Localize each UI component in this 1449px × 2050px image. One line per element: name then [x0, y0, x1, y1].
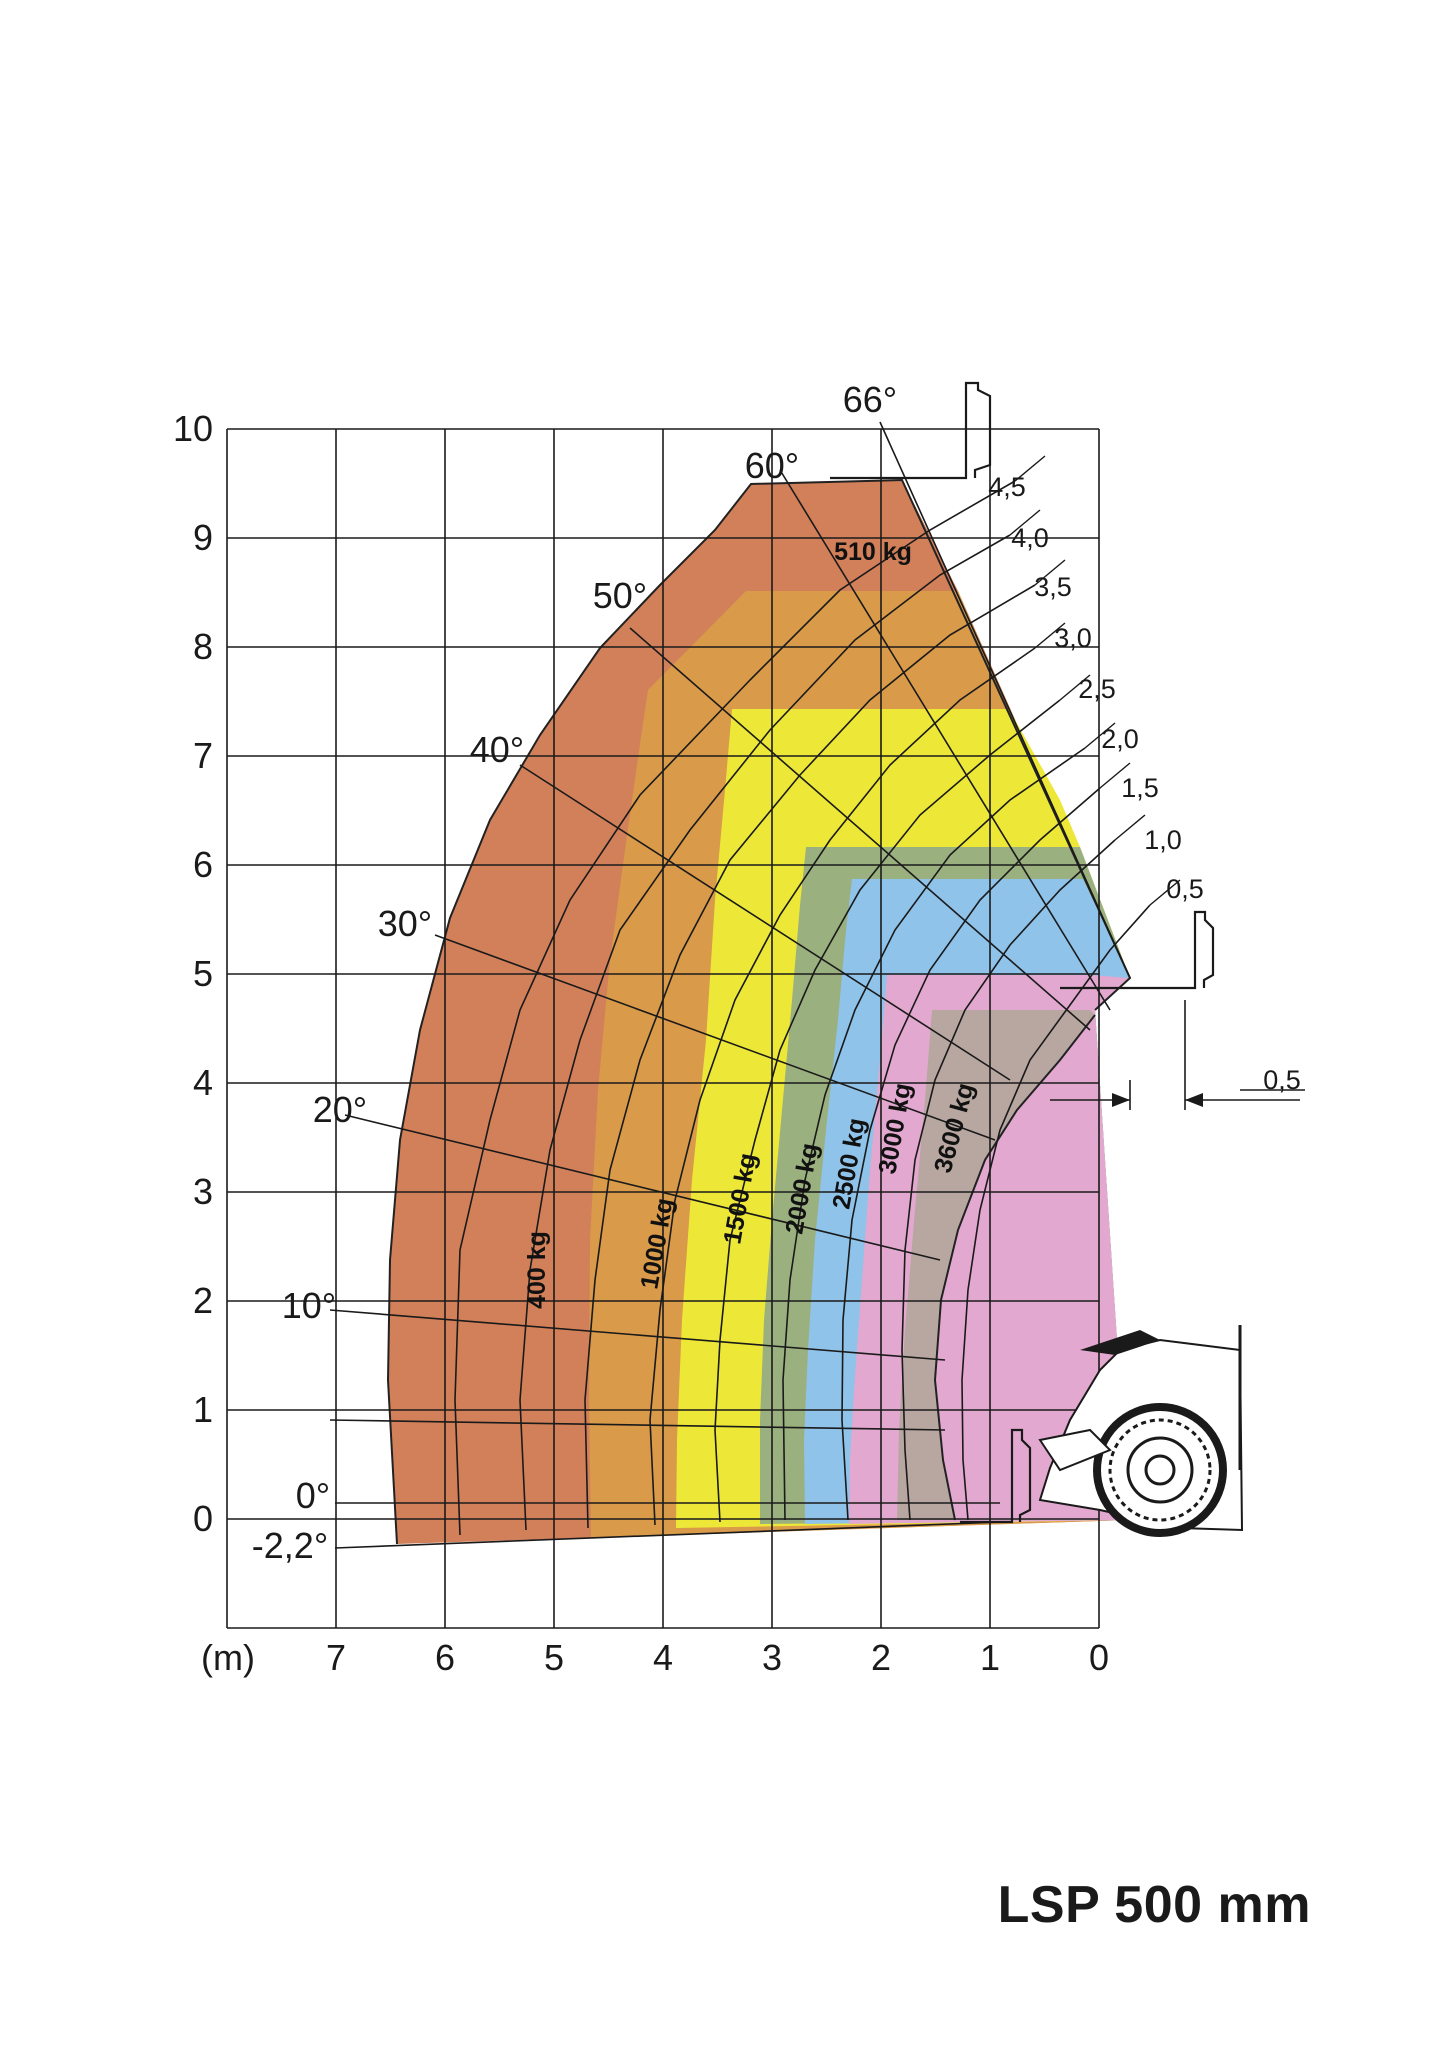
angle-ray: [329, 1309, 946, 1361]
x-tick-label: 3: [762, 1637, 782, 1678]
fork-icon: [1060, 910, 1215, 990]
extension-leader: [1084, 722, 1116, 749]
y-tick-label: 2: [193, 1280, 213, 1321]
extension-leader: [1149, 879, 1181, 906]
extension-leader: [1099, 762, 1131, 789]
fork-icon: [960, 1428, 1032, 1524]
angle-label: -2,2°: [252, 1525, 328, 1566]
angle-ray-minus: [334, 1521, 1001, 1549]
angle-ray: [329, 1419, 946, 1431]
angle-label: 66°: [843, 379, 897, 420]
y-tick-label: 3: [193, 1171, 213, 1212]
extension-label: 4,5: [988, 472, 1026, 502]
angle-ray: [879, 421, 1131, 979]
angle-ray: [629, 627, 1091, 1031]
x-tick-label: 6: [435, 1637, 455, 1678]
angle-ray: [519, 764, 1011, 1081]
angle-label: 60°: [745, 445, 799, 486]
y-tick-label: 10: [173, 408, 213, 449]
angle-ray: [344, 1114, 941, 1261]
angle-label: 20°: [313, 1089, 367, 1130]
x-tick-label: 1: [980, 1637, 1000, 1678]
boom-head: [1038, 1428, 1112, 1472]
x-tick-label: 2: [871, 1637, 891, 1678]
y-tick-label: 9: [193, 517, 213, 558]
fork-icon: [830, 381, 992, 480]
wheel-tread: [1108, 1418, 1212, 1522]
extension-leader: [1059, 674, 1091, 701]
x-tick-label: 0: [1089, 1637, 1109, 1678]
dimension-arrow: [1112, 1093, 1130, 1107]
extension-arc: [714, 699, 1061, 1523]
x-unit-label: (m): [201, 1637, 255, 1678]
angle-label: 0°: [296, 1475, 330, 1516]
y-tick-label: 8: [193, 626, 213, 667]
extension-label: 1,5: [1121, 773, 1159, 803]
y-tick-label: 5: [193, 953, 213, 994]
extension-arc: [901, 839, 1116, 1521]
extension-label: 2,0: [1101, 724, 1139, 754]
y-tick-label: 6: [193, 844, 213, 885]
extension-label: 3,5: [1034, 572, 1072, 602]
load-zone: [897, 1010, 1095, 1520]
envelope-outline: [386, 478, 1132, 1545]
extension-label: 0,5: [1166, 874, 1204, 904]
x-tick-label: 5: [544, 1637, 564, 1678]
zone-label: 400 kg: [523, 1231, 551, 1309]
extension-leader: [1009, 509, 1041, 536]
extension-label: 4,0: [1011, 523, 1049, 553]
angle-label: 10°: [282, 1285, 336, 1326]
extension-leader: [1114, 814, 1146, 841]
angle-rays: [329, 421, 1131, 1549]
extension-leader: [1034, 559, 1066, 586]
zone-label: 510 kg: [834, 538, 912, 566]
extension-label: 2,5: [1078, 674, 1116, 704]
telehandler-illustration: [830, 381, 1305, 1537]
x-tick-label: 4: [653, 1637, 673, 1678]
inner-boundary: [933, 1014, 1096, 1521]
extension-arc: [519, 534, 1011, 1531]
dimension-label: 0,5: [1263, 1065, 1301, 1095]
angle-ray: [779, 469, 1111, 1011]
angle-label: 40°: [470, 729, 524, 770]
y-tick-label: 7: [193, 735, 213, 776]
chart-title: LSP 500 mm: [997, 1876, 1311, 1934]
x-tick-label: 7: [326, 1637, 346, 1678]
angle-label: 30°: [378, 903, 432, 944]
extension-label: 3,0: [1054, 623, 1092, 653]
load-zones: [386, 478, 1132, 1545]
wheel-hub: [1144, 1454, 1176, 1486]
extension-arc: [649, 647, 1036, 1526]
dimension-arrow: [1185, 1093, 1203, 1107]
y-tick-label: 4: [193, 1062, 213, 1103]
extension-arc: [454, 480, 1016, 1536]
extension-arc: [841, 787, 1101, 1521]
extension-arc: [584, 584, 1036, 1529]
chassis-detail: [1080, 1330, 1160, 1355]
y-tick-label: 0: [193, 1498, 213, 1539]
angle-label: 50°: [593, 575, 647, 616]
extension-leader: [1034, 622, 1066, 649]
extension-arc: [782, 747, 1086, 1521]
angle-ray: [434, 934, 996, 1141]
extension-arcs: [454, 455, 1181, 1536]
extension-label: 1,0: [1144, 825, 1182, 855]
y-tick-label: 1: [193, 1389, 213, 1430]
extension-leader: [1014, 455, 1046, 482]
